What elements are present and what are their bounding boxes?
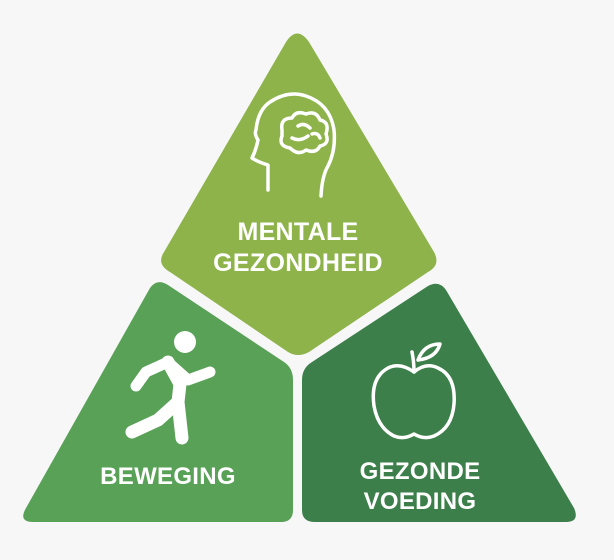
head-brain-icon: [250, 92, 337, 198]
segment-movement-shape: [23, 282, 293, 522]
segment-movement: BEWEGING: [23, 282, 293, 522]
apple-icon: [371, 342, 456, 440]
segment-mental-health-shape: [161, 33, 437, 355]
segment-mental-health-label-line-1: MENTALE: [237, 218, 358, 246]
segment-nutrition-label-line-1: GEZONDE: [360, 458, 481, 485]
segment-mental-health: MENTALE GEZONDHEID: [161, 33, 437, 355]
segment-nutrition-shape: [302, 283, 576, 522]
segment-nutrition-label-line-2: VOEDING: [364, 488, 477, 515]
running-person-icon: [125, 331, 216, 445]
segment-nutrition: GEZONDE VOEDING: [302, 283, 576, 522]
segment-mental-health-label-line-2: GEZONDHEID: [213, 249, 383, 277]
segment-movement-label: BEWEGING: [100, 463, 236, 490]
